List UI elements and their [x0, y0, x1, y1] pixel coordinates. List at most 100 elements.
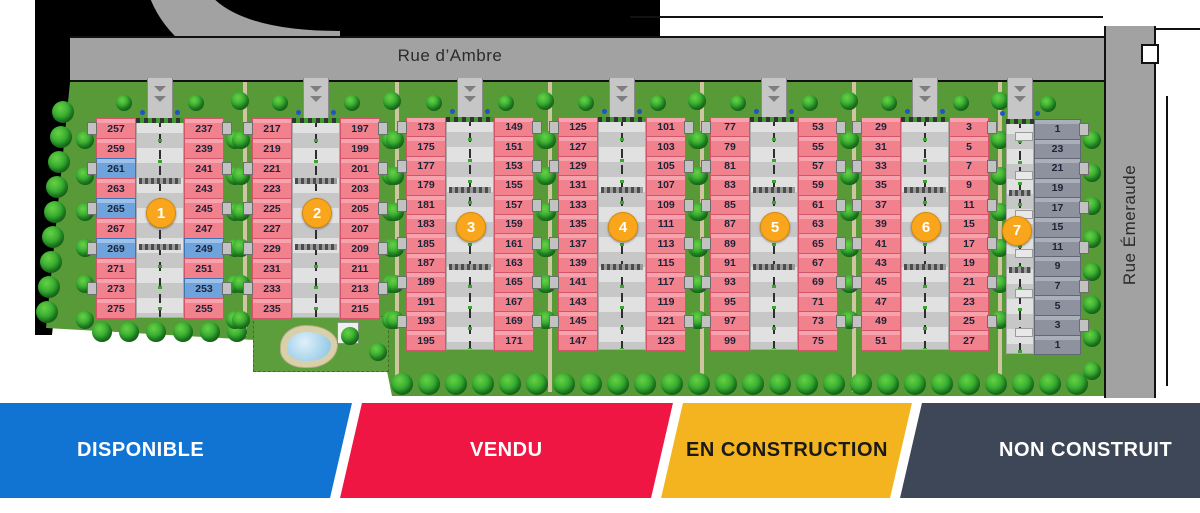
lot-135[interactable]: 135: [558, 214, 598, 235]
lot-215[interactable]: 215: [340, 298, 380, 319]
lot-21[interactable]: 21: [949, 272, 989, 293]
lot-185[interactable]: 185: [406, 233, 446, 254]
lot-9[interactable]: 9: [949, 175, 989, 196]
lot-23[interactable]: 23: [949, 291, 989, 312]
lot-273[interactable]: 273: [96, 278, 136, 299]
lot-145[interactable]: 145: [558, 311, 598, 332]
lot-79[interactable]: 79: [710, 136, 750, 157]
lot-205[interactable]: 205: [340, 198, 380, 219]
lot-23[interactable]: 23: [1034, 138, 1081, 160]
lot-157[interactable]: 157: [494, 194, 534, 215]
lot-203[interactable]: 203: [340, 178, 380, 199]
lot-15[interactable]: 15: [949, 214, 989, 235]
lot-43[interactable]: 43: [861, 252, 901, 274]
lot-25[interactable]: 25: [949, 311, 989, 332]
lot-19[interactable]: 19: [949, 252, 989, 274]
lot-259[interactable]: 259: [96, 138, 136, 159]
lot-31[interactable]: 31: [861, 136, 901, 157]
lot-237[interactable]: 237: [184, 118, 224, 139]
lot-7[interactable]: 7: [949, 155, 989, 177]
lot-121[interactable]: 121: [646, 311, 686, 332]
lot-11[interactable]: 11: [1034, 236, 1081, 258]
lot-269[interactable]: 269: [96, 238, 136, 259]
lot-11[interactable]: 11: [949, 194, 989, 215]
lot-231[interactable]: 231: [252, 258, 292, 279]
lot-69[interactable]: 69: [798, 272, 838, 293]
lot-61[interactable]: 61: [798, 194, 838, 215]
lot-175[interactable]: 175: [406, 136, 446, 157]
lot-107[interactable]: 107: [646, 175, 686, 196]
lot-211[interactable]: 211: [340, 258, 380, 279]
lot-147[interactable]: 147: [558, 330, 598, 351]
lot-37[interactable]: 37: [861, 194, 901, 215]
lot-209[interactable]: 209: [340, 238, 380, 259]
lot-55[interactable]: 55: [798, 136, 838, 157]
lot-233[interactable]: 233: [252, 278, 292, 299]
lot-163[interactable]: 163: [494, 252, 534, 274]
lot-39[interactable]: 39: [861, 214, 901, 235]
lot-251[interactable]: 251: [184, 258, 224, 279]
lot-217[interactable]: 217: [252, 118, 292, 139]
lot-241[interactable]: 241: [184, 158, 224, 179]
lot-133[interactable]: 133: [558, 194, 598, 215]
lot-149[interactable]: 149: [494, 117, 534, 138]
lot-63[interactable]: 63: [798, 214, 838, 235]
lot-93[interactable]: 93: [710, 272, 750, 293]
lot-187[interactable]: 187: [406, 252, 446, 274]
lot-227[interactable]: 227: [252, 218, 292, 239]
lot-27[interactable]: 27: [949, 330, 989, 351]
lot-213[interactable]: 213: [340, 278, 380, 299]
lot-183[interactable]: 183: [406, 214, 446, 235]
lot-53[interactable]: 53: [798, 117, 838, 138]
lot-207[interactable]: 207: [340, 218, 380, 239]
lot-29[interactable]: 29: [861, 117, 901, 138]
lot-21[interactable]: 21: [1034, 158, 1081, 179]
lot-249[interactable]: 249: [184, 238, 224, 259]
lot-155[interactable]: 155: [494, 175, 534, 196]
lot-225[interactable]: 225: [252, 198, 292, 219]
lot-131[interactable]: 131: [558, 175, 598, 196]
lot-165[interactable]: 165: [494, 272, 534, 293]
lot-243[interactable]: 243: [184, 178, 224, 199]
lot-89[interactable]: 89: [710, 233, 750, 254]
lot-45[interactable]: 45: [861, 272, 901, 293]
lot-57[interactable]: 57: [798, 155, 838, 177]
lot-137[interactable]: 137: [558, 233, 598, 254]
lot-123[interactable]: 123: [646, 330, 686, 351]
lot-189[interactable]: 189: [406, 272, 446, 293]
lot-51[interactable]: 51: [861, 330, 901, 351]
lot-59[interactable]: 59: [798, 175, 838, 196]
lot-169[interactable]: 169: [494, 311, 534, 332]
lot-151[interactable]: 151: [494, 136, 534, 157]
lot-5[interactable]: 5: [1034, 295, 1081, 316]
lot-95[interactable]: 95: [710, 291, 750, 312]
lot-219[interactable]: 219: [252, 138, 292, 159]
lot-261[interactable]: 261: [96, 158, 136, 179]
lot-275[interactable]: 275: [96, 298, 136, 319]
lot-73[interactable]: 73: [798, 311, 838, 332]
lot-113[interactable]: 113: [646, 233, 686, 254]
lot-127[interactable]: 127: [558, 136, 598, 157]
lot-19[interactable]: 19: [1034, 177, 1081, 199]
lot-223[interactable]: 223: [252, 178, 292, 199]
lot-81[interactable]: 81: [710, 155, 750, 177]
lot-173[interactable]: 173: [406, 117, 446, 138]
lot-103[interactable]: 103: [646, 136, 686, 157]
lot-257[interactable]: 257: [96, 118, 136, 139]
lot-267[interactable]: 267: [96, 218, 136, 239]
lot-99[interactable]: 99: [710, 330, 750, 351]
lot-193[interactable]: 193: [406, 311, 446, 332]
lot-71[interactable]: 71: [798, 291, 838, 312]
lot-17[interactable]: 17: [949, 233, 989, 254]
lot-47[interactable]: 47: [861, 291, 901, 312]
lot-15[interactable]: 15: [1034, 217, 1081, 238]
lot-115[interactable]: 115: [646, 252, 686, 274]
lot-159[interactable]: 159: [494, 214, 534, 235]
lot-161[interactable]: 161: [494, 233, 534, 254]
lot-101[interactable]: 101: [646, 117, 686, 138]
lot-83[interactable]: 83: [710, 175, 750, 196]
lot-9[interactable]: 9: [1034, 256, 1081, 277]
lot-247[interactable]: 247: [184, 218, 224, 239]
lot-255[interactable]: 255: [184, 298, 224, 319]
lot-111[interactable]: 111: [646, 214, 686, 235]
